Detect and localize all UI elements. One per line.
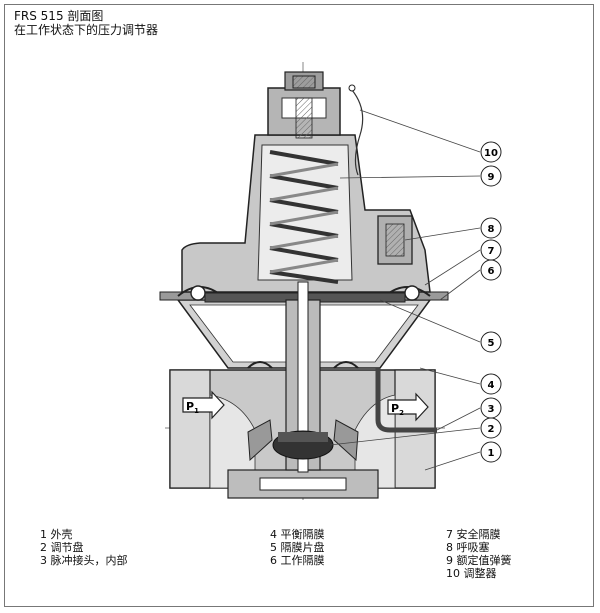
title-line-2: 在工作状态下的压力调节器 bbox=[14, 23, 159, 37]
callout-4: 4 bbox=[488, 380, 495, 391]
callout-5: 5 bbox=[488, 338, 495, 349]
diagram-title: FRS 515 剖面图 在工作状态下的压力调节器 bbox=[14, 9, 158, 37]
diagram-frame bbox=[4, 4, 594, 607]
legend-item: 3 脉冲接头，内部 bbox=[40, 554, 128, 567]
inlet-pressure-subscript: 1 bbox=[194, 407, 199, 415]
title-line-1: FRS 515 剖面图 bbox=[14, 9, 104, 23]
callout-6: 6 bbox=[488, 266, 495, 277]
callouts: 10 9 8 7 6 5 4 3 2 1 bbox=[480, 141, 502, 463]
svg-text:P2: P2 bbox=[391, 402, 404, 417]
legend-item: 5 隔膜片盘 bbox=[270, 541, 325, 554]
legend-column-1: 1 外壳 2 调节盘 3 脉冲接头，内部 bbox=[40, 528, 128, 567]
legend-item: 6 工作隔膜 bbox=[270, 554, 325, 567]
callout-8: 8 bbox=[488, 224, 495, 235]
setpoint-spring bbox=[269, 150, 339, 284]
callout-7: 7 bbox=[488, 246, 495, 257]
callout-3: 3 bbox=[488, 404, 495, 415]
svg-text:P1: P1 bbox=[186, 400, 199, 415]
callout-2: 2 bbox=[488, 424, 495, 435]
legend-item: 4 平衡隔膜 bbox=[270, 528, 325, 541]
legend-item: 7 安全隔膜 bbox=[446, 528, 501, 541]
legend-column-3: 7 安全隔膜 8 呼吸塞 9 额定值弹簧 10 调整器 bbox=[446, 528, 512, 580]
outlet-pressure-subscript: 2 bbox=[399, 409, 404, 417]
legend-item: 8 呼吸塞 bbox=[446, 541, 490, 554]
outlet-pressure-label: P bbox=[391, 402, 399, 415]
control-disc bbox=[247, 419, 359, 462]
legend-item: 10 调整器 bbox=[446, 567, 497, 580]
callout-1: 1 bbox=[488, 448, 495, 459]
adjuster-bonnet bbox=[267, 71, 364, 176]
legend-column-2: 4 平衡隔膜 5 隔膜片盘 6 工作隔膜 bbox=[270, 528, 325, 567]
legend-item: 2 调节盘 bbox=[40, 541, 84, 554]
legend-item: 9 额定值弹簧 bbox=[446, 554, 512, 567]
inlet-pressure-label: P bbox=[186, 400, 194, 413]
callout-10: 10 bbox=[484, 148, 498, 159]
breather-plug bbox=[377, 215, 413, 265]
impulse-tube bbox=[375, 368, 437, 433]
leader-lines bbox=[329, 109, 481, 471]
inlet-arrow: P1 bbox=[182, 390, 225, 420]
legend-item: 1 外壳 bbox=[40, 528, 73, 541]
outlet-arrow: P2 bbox=[387, 392, 429, 422]
callout-9: 9 bbox=[488, 172, 495, 183]
